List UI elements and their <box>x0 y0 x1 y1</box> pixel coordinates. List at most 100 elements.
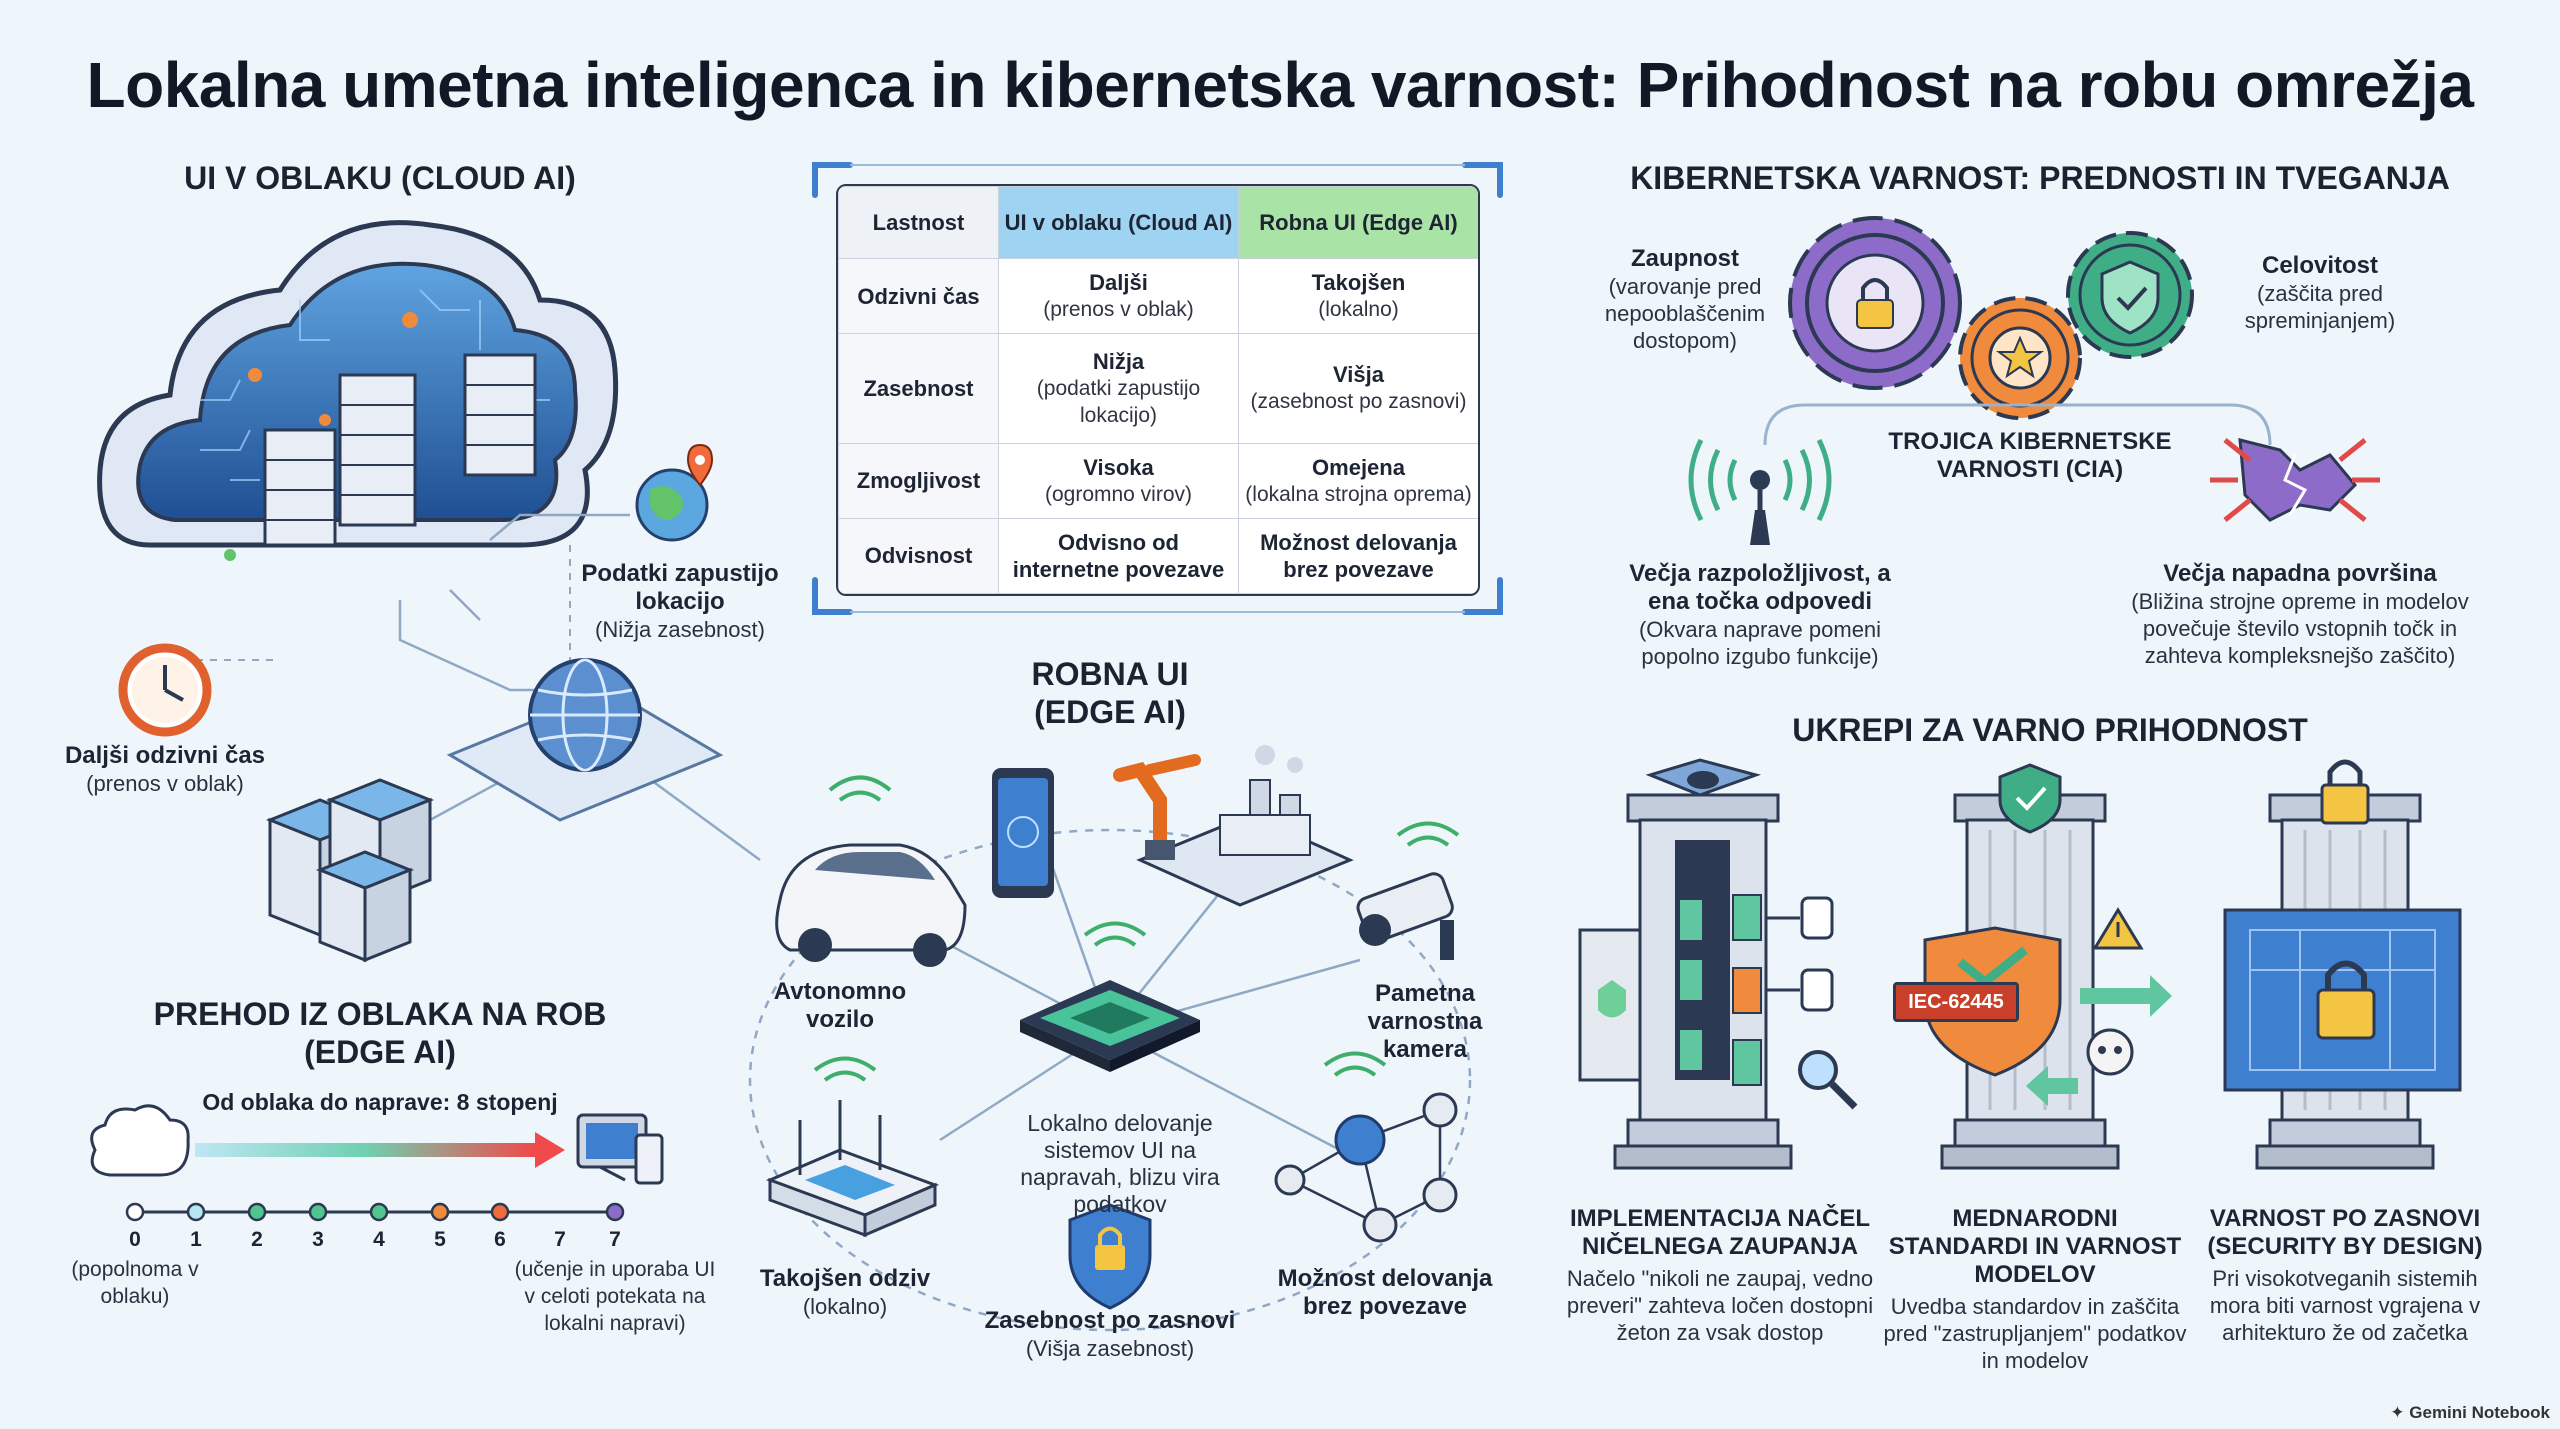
first-step-note: (popolnoma v oblaku) <box>71 1258 199 1308</box>
edge-cell: Možnost delovanja brez povezave <box>1238 517 1478 594</box>
privacy-by-design-label: Zasebnost po zasnovi (Višja zasebnost) <box>980 1307 1240 1362</box>
instant-response-label: Takojšen odziv (lokalno) <box>745 1265 945 1320</box>
page-title: Lokalna umetna inteligenca in kibernetsk… <box>86 49 2474 121</box>
standards-note: Uvedba standardov in zaščita pred "zastr… <box>1883 1294 2187 1373</box>
data-leaves-label: Podatki zapustijo lokacijo (Nižja zasebn… <box>560 560 800 643</box>
cloud-to-device-arrow <box>90 1104 664 1185</box>
tablet-icon <box>992 768 1054 898</box>
integrity-note: (zaščita pred spreminjanjem) <box>2244 281 2396 333</box>
cloud-cell: Nižja(podatki zapustijo lokacijo) <box>998 333 1239 444</box>
comparison-table: Lastnost UI v oblaku (Cloud AI) Robna UI… <box>836 184 1480 596</box>
gear-lock-icon <box>1788 216 1962 390</box>
availability-bold: Večja razpoložljivost, a ena točka odpov… <box>1629 560 1891 615</box>
privacy-bold: Zasebnost po zasnovi <box>984 1307 1236 1334</box>
data-leaves-note: (Nižja zasebnost) <box>595 617 765 642</box>
step-3: 3 <box>312 1228 324 1251</box>
by-design-label: VARNOST PO ZASNOVI (SECURITY BY DESIGN) … <box>2195 1205 2495 1346</box>
zero-trust-note: Načelo "nikoli ne zaupaj, vedno preveri"… <box>1566 1266 1874 1345</box>
latency-label: Daljši odzivni čas (prenos v oblak) <box>50 742 280 797</box>
autonomous-car-icon <box>775 775 967 967</box>
server-cluster-icon <box>265 778 435 963</box>
antenna-signal-icon <box>1688 438 1832 545</box>
ai-chip-icon <box>1020 921 1200 1072</box>
row-label: Odzivni čas <box>838 257 999 335</box>
step-4: 4 <box>373 1228 385 1251</box>
transition-heading-line2: (EDGE AI) <box>304 1034 456 1070</box>
standards-bold: MEDNARODNI STANDARDI IN VARNOST MODELOV <box>1888 1205 2182 1288</box>
cloud-datacenter-icon <box>97 220 619 561</box>
iec-standard-badge: IEC-62445 <box>1893 982 2019 1022</box>
vehicle-label: Avtonomno vozilo <box>773 978 907 1033</box>
step-2: 2 <box>251 1228 263 1251</box>
confidentiality-label: Zaupnost (varovanje pred nepooblaščenim … <box>1585 245 1785 354</box>
standards-label: MEDNARODNI STANDARDI IN VARNOST MODELOV … <box>1880 1205 2190 1374</box>
edge-cell: Višja(zasebnost po zasnovi) <box>1238 333 1478 444</box>
latency-note: (prenos v oblak) <box>86 771 244 796</box>
cloud-cell: Visoka(ogromno virov) <box>998 442 1239 519</box>
cloud-cell: Daljši(prenos v oblak) <box>998 257 1239 335</box>
latency-bold: Daljši odzivni čas <box>64 742 266 769</box>
edge-heading-line1: ROBNA UI <box>1031 656 1189 692</box>
zero-trust-label: IMPLEMENTACIJA NAČEL NIČELNEGA ZAUPANJA … <box>1565 1205 1875 1346</box>
integrity-label: Celovitost (zaščita pred spreminjanjem) <box>2225 252 2415 334</box>
table-row: Odzivni čas Daljši(prenos v oblak) Takoj… <box>838 257 1478 335</box>
offline-label: Možnost delovanja brez povezave <box>1277 1265 1493 1320</box>
table-row: Zmogljivost Visoka(ogromno virov) Omejen… <box>838 442 1478 519</box>
row-label: Zmogljivost <box>838 442 999 519</box>
factory-robot-icon <box>1113 745 1354 907</box>
attack-surface-bold: Večja napadna površina <box>2163 560 2437 587</box>
edge-cell: Omejena(lokalna strojna oprema) <box>1238 442 1478 519</box>
cyber-heading: KIBERNETSKA VARNOST: PREDNOSTI IN TVEGAN… <box>1630 160 2450 196</box>
cloud-cell: Odvisno od internetne povezave <box>998 517 1239 594</box>
row-label: Zasebnost <box>838 333 999 444</box>
step-6: 6 <box>494 1228 506 1251</box>
cloud-ai-heading: UI V OBLAKU (CLOUD AI) <box>184 160 576 196</box>
attack-surface-label: Večja napadna površina (Bližina strojne … <box>2110 560 2490 669</box>
camera-label: Pametna varnostna kamera <box>1367 980 1483 1063</box>
step-dots <box>125 1202 625 1222</box>
transition-subtitle: Od oblaka do naprave: 8 stopenj <box>202 1089 558 1115</box>
availability-note: (Okvara naprave pomeni popolno izgubo fu… <box>1638 617 1882 669</box>
by-design-bold: VARNOST PO ZASNOVI (SECURITY BY DESIGN) <box>2207 1205 2483 1260</box>
attack-surface-icon <box>2210 438 2380 522</box>
clock-icon <box>118 643 212 737</box>
transition-heading-line1: PREHOD IZ OBLAKA NA ROB <box>153 996 607 1032</box>
gear-star-icon <box>1958 296 2082 420</box>
table-row: Odvisnost Odvisno od internetne povezave… <box>838 517 1478 594</box>
table-header-property: Lastnost <box>838 186 999 259</box>
table-header-edge: Robna UI (Edge AI) <box>1238 186 1478 259</box>
instant-bold: Takojšen odziv <box>759 1265 931 1292</box>
edge-router-icon <box>765 1056 940 1238</box>
availability-label: Večja razpoložljivost, a ena točka odpov… <box>1615 560 1905 670</box>
edge-center-note: Lokalno delovanje sistemov UI na naprava… <box>1020 1110 1220 1217</box>
step-5: 5 <box>434 1228 446 1251</box>
last-step-note: (učenje in uporaba UI v celoti potekata … <box>514 1258 716 1335</box>
zero-trust-bold: IMPLEMENTACIJA NAČEL NIČELNEGA ZAUPANJA <box>1570 1205 1870 1260</box>
server-racks-icon <box>263 353 537 547</box>
measures-heading: UKREPI ZA VARNO PRIHODNOST <box>1792 712 2308 748</box>
row-label: Odvisnost <box>838 517 999 594</box>
step-7a: 7 <box>554 1228 566 1251</box>
attack-surface-note: (Bližina strojne opreme in modelov poveč… <box>2131 589 2469 668</box>
globe-network-icon <box>446 658 724 822</box>
footer-brand: ✦ Gemini Notebook <box>2390 1403 2550 1423</box>
confidentiality-note: (varovanje pred nepooblaščenim dostopom) <box>1604 274 1766 353</box>
cia-triad-label: TROJICA KIBERNETSKE VARNOSTI (CIA) <box>1888 428 2172 483</box>
security-camera-icon <box>1356 821 1460 960</box>
mesh-network-icon <box>1274 1051 1458 1243</box>
security-by-design-pillar-icon <box>2223 759 2462 1170</box>
gear-shield-icon <box>2066 231 2194 359</box>
shield-lock-icon <box>1068 1203 1152 1310</box>
data-leaves-bold: Podatki zapustijo lokacijo <box>581 560 779 615</box>
sparkle-icon: ✦ <box>2390 1403 2410 1422</box>
confidentiality-bold: Zaupnost <box>1631 245 1739 272</box>
edge-cell: Takojšen(lokalno) <box>1238 257 1478 335</box>
footer-text: Gemini Notebook <box>2409 1403 2550 1422</box>
zero-trust-pillar-icon <box>1578 758 1858 1170</box>
step-0: 0 <box>129 1228 141 1251</box>
instant-note: (lokalno) <box>802 1294 888 1319</box>
transition-heading: PREHOD IZ OBLAKA NA ROB (EDGE AI) <box>130 995 630 1071</box>
table-row: Zasebnost Nižja(podatki zapustijo lokaci… <box>838 333 1478 444</box>
edge-heading-line2: (EDGE AI) <box>1034 694 1186 730</box>
